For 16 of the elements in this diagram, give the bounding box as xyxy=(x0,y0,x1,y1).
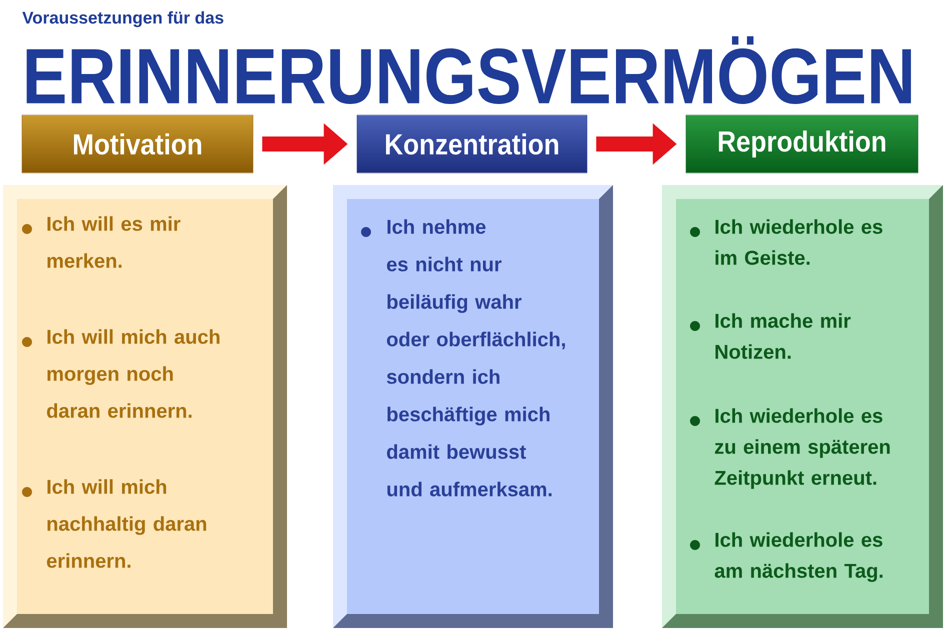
bullet-item: Ich will mich nachhaltig daran erinnern. xyxy=(22,479,206,568)
bullet-item: Ich wiederhole es zu einem späteren Zeitpunkt erneut. xyxy=(690,408,890,489)
bullet-item: Ich wiederhole es im Geiste. xyxy=(690,219,882,265)
bullet-item: Ich wiederhole es am nächsten Tag. xyxy=(690,532,882,582)
subtitle: Voraussetzungen für das xyxy=(22,11,224,28)
panel xyxy=(333,185,613,628)
bullet-item: Ich mache mir Notizen. xyxy=(690,313,851,359)
header-box: Reproduktion xyxy=(686,114,918,174)
bullet-item: Ich will mich auch morgen noch daran erinnern. xyxy=(22,329,220,418)
bullet-item: Ich nehme es nicht nur beiläufig wahr oder oberflächlich, sondern ich beschäftige mich damit bewusst und aufmerksam. xyxy=(361,219,565,496)
title: ERINNERUNGSVERMÖGEN xyxy=(26,36,911,104)
panel xyxy=(662,185,943,628)
header-box: Motivation xyxy=(22,114,254,174)
bullet-item: Ich will es mir merken. xyxy=(22,216,180,268)
header-box: Konzentration xyxy=(356,114,588,174)
panel xyxy=(3,185,287,628)
